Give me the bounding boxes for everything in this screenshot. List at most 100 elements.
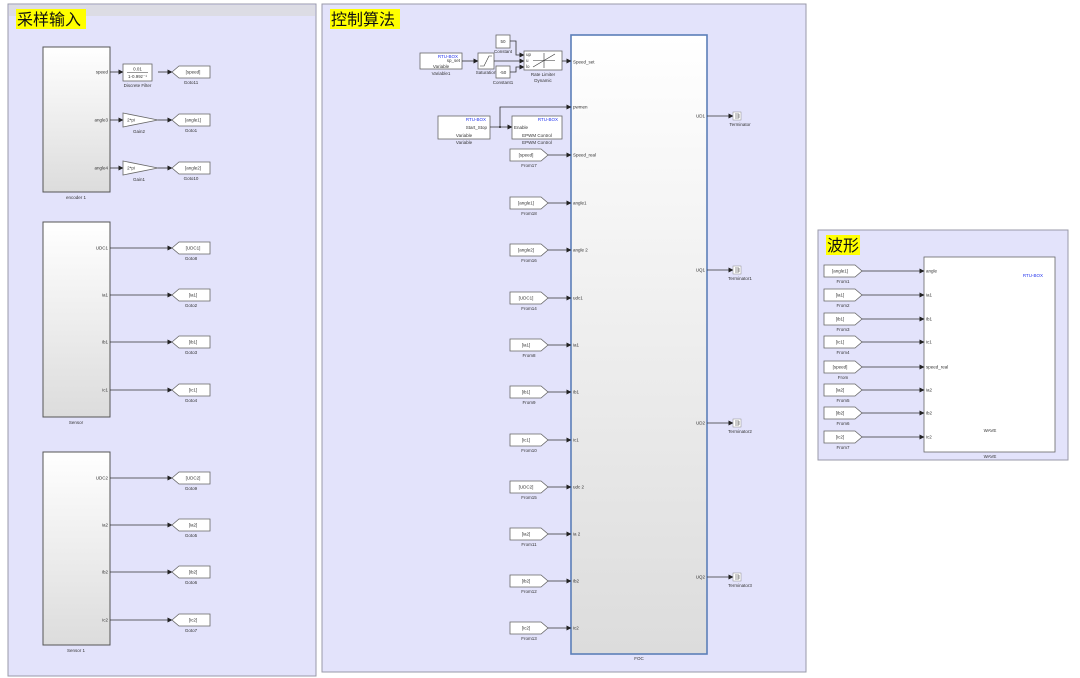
signal-line bbox=[510, 64, 525, 73]
terminator-label: Terminator1 bbox=[728, 276, 752, 281]
goto-tag: [ib1] bbox=[189, 340, 198, 345]
foc-input-port: Speed_real bbox=[573, 153, 596, 158]
from-block[interactable] bbox=[509, 621, 549, 635]
saturation-label: Saturation bbox=[476, 70, 497, 75]
from-tag: [ib1] bbox=[522, 390, 531, 395]
from-block[interactable] bbox=[823, 430, 863, 444]
goto-label: Goto2 bbox=[185, 303, 198, 308]
subsystem-port-label: ib1 bbox=[102, 340, 109, 345]
foc-input-port: pwmen bbox=[573, 105, 588, 110]
wave-rtu-brand: RTU-BOX bbox=[1023, 273, 1043, 278]
goto-block[interactable] bbox=[171, 65, 211, 79]
from-block[interactable] bbox=[509, 433, 549, 447]
from-block[interactable] bbox=[823, 312, 863, 326]
foc-subsystem-block[interactable] bbox=[570, 34, 708, 655]
from-block[interactable] bbox=[823, 406, 863, 420]
goto-block[interactable] bbox=[171, 288, 211, 302]
goto-block[interactable] bbox=[171, 241, 211, 255]
from-block[interactable] bbox=[509, 243, 549, 257]
constant1-label: Constant1 bbox=[493, 80, 514, 85]
gain-block[interactable] bbox=[122, 160, 159, 176]
gain-label: Gain1 bbox=[133, 177, 146, 182]
subsystem-port-label: ia1 bbox=[102, 293, 109, 298]
foc-input-port: ia 2 bbox=[573, 532, 581, 537]
goto-block[interactable] bbox=[171, 518, 211, 532]
subsystem-port-label: angle3 bbox=[94, 118, 108, 123]
panel-title: 控制算法 bbox=[331, 10, 395, 29]
from-tag: [angle2] bbox=[518, 248, 534, 253]
title-highlight bbox=[330, 9, 400, 29]
filter-numerator: 0.01 bbox=[133, 67, 142, 72]
panel-header-bar bbox=[9, 5, 315, 16]
from-block[interactable] bbox=[509, 196, 549, 210]
constant-block[interactable] bbox=[495, 34, 511, 49]
goto-block[interactable] bbox=[171, 471, 211, 485]
epwm-control-block[interactable] bbox=[511, 115, 563, 140]
goto-block[interactable] bbox=[171, 383, 211, 397]
goto-block[interactable] bbox=[171, 113, 211, 127]
subsystem-block[interactable] bbox=[42, 46, 111, 193]
goto-tag: [angle2] bbox=[185, 166, 201, 171]
wave-input-port: ib2 bbox=[926, 411, 933, 416]
foc-input-port: ic1 bbox=[573, 438, 579, 443]
constant1-value: -50 bbox=[500, 70, 507, 75]
constant-label: Constant bbox=[494, 49, 513, 54]
subsystem-port-label: ic2 bbox=[102, 618, 108, 623]
from-tag: [UDC2] bbox=[519, 485, 534, 490]
from-label: From6 bbox=[836, 421, 849, 426]
terminator-label: Terminator3 bbox=[728, 583, 752, 588]
epwm-label: EPWM Control bbox=[522, 140, 552, 145]
from-block[interactable] bbox=[509, 291, 549, 305]
wave-input-port: ic2 bbox=[926, 435, 932, 440]
subsystem-port-label: ia2 bbox=[102, 523, 109, 528]
from-block[interactable] bbox=[509, 527, 549, 541]
goto-tag: [ic1] bbox=[189, 388, 197, 393]
gain-block[interactable] bbox=[122, 112, 159, 128]
goto-label: Goto8 bbox=[185, 256, 198, 261]
from-tag: [ic1] bbox=[836, 340, 844, 345]
variable-port: Start_Stop bbox=[466, 125, 488, 130]
subsystem-port-label: angle4 bbox=[94, 166, 108, 171]
from-block[interactable] bbox=[509, 148, 549, 162]
wave-block[interactable] bbox=[923, 256, 1056, 453]
rate-limiter-port: up bbox=[526, 52, 532, 57]
goto-block[interactable] bbox=[171, 161, 211, 175]
from-block[interactable] bbox=[509, 574, 549, 588]
from-label: From17 bbox=[521, 163, 537, 168]
goto-block[interactable] bbox=[171, 335, 211, 349]
from-block[interactable] bbox=[823, 288, 863, 302]
panel-title: 波形 bbox=[827, 236, 859, 255]
subsystem-label: encoder 1 bbox=[66, 195, 87, 200]
from-block[interactable] bbox=[823, 264, 863, 278]
from-block[interactable] bbox=[509, 385, 549, 399]
foc-label: FOC bbox=[634, 656, 644, 661]
goto-tag: [speed] bbox=[186, 70, 201, 75]
from-tag: [ic2] bbox=[836, 435, 844, 440]
goto-label: Goto9 bbox=[185, 486, 198, 491]
from-tag: [ic1] bbox=[522, 438, 530, 443]
goto-block[interactable] bbox=[171, 565, 211, 579]
wave-input-port: ic1 bbox=[926, 340, 932, 345]
subsystem-port-label: speed bbox=[96, 70, 109, 75]
subsystem-block[interactable] bbox=[42, 221, 111, 418]
subsystem-block[interactable] bbox=[42, 451, 111, 646]
rate-limiter-label-2: Dynamic bbox=[534, 78, 552, 83]
goto-block[interactable] bbox=[171, 613, 211, 627]
from-tag: [UDC1] bbox=[519, 296, 534, 301]
goto-label: Goto7 bbox=[185, 628, 198, 633]
from-label: From bbox=[838, 375, 849, 380]
rtu-box-brand: RTU-BOX bbox=[438, 54, 458, 59]
from-block[interactable] bbox=[823, 360, 863, 374]
from-block[interactable] bbox=[823, 335, 863, 349]
from-tag: [angle1] bbox=[518, 201, 534, 206]
from-label: From5 bbox=[836, 398, 849, 403]
variable-block[interactable] bbox=[437, 115, 491, 140]
subsystem-label: Sensor 1 bbox=[67, 648, 86, 653]
saturation-block[interactable] bbox=[477, 52, 495, 70]
from-label: From10 bbox=[521, 448, 537, 453]
from-block[interactable] bbox=[509, 480, 549, 494]
from-block[interactable] bbox=[509, 338, 549, 352]
from-block[interactable] bbox=[823, 383, 863, 397]
foc-output-port: UD2 bbox=[696, 421, 705, 426]
